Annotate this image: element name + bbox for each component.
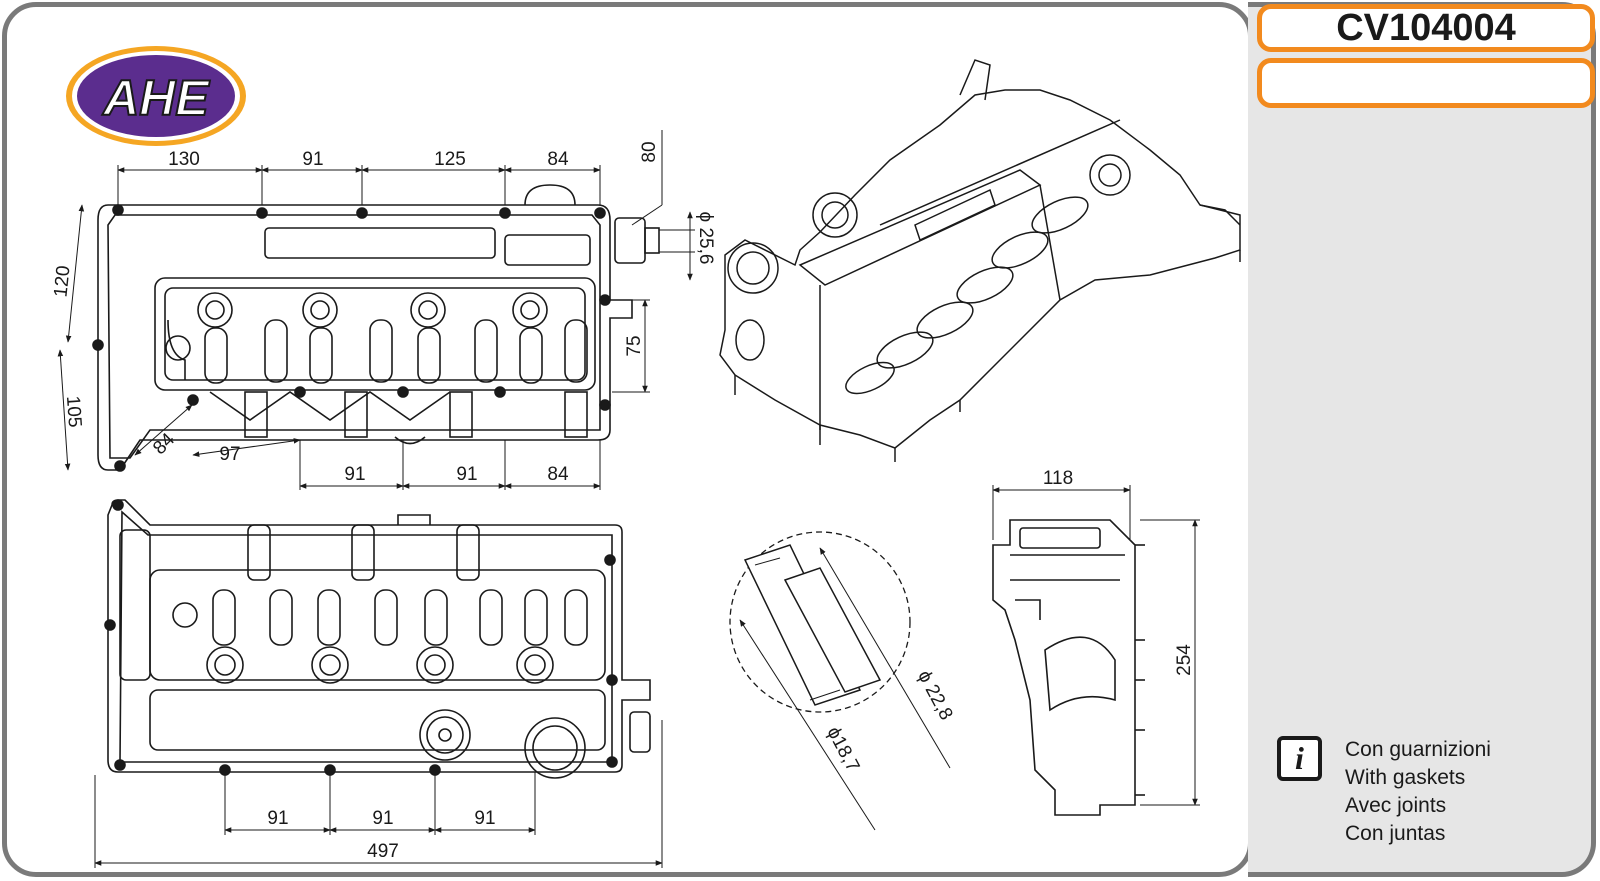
dim-bottom-2: 91 [456, 464, 477, 485]
dim-top-2: 91 [302, 149, 323, 170]
bottom-view-drawing [104, 499, 651, 779]
part-code-box: CV104004 [1257, 4, 1595, 52]
dim-total-length: 497 [367, 841, 399, 862]
secondary-code-box [1257, 58, 1595, 108]
top-view-drawing [92, 184, 660, 472]
dim-side-width: 118 [1043, 468, 1073, 489]
logo-oval [77, 55, 235, 137]
dim-left-upper: 120 [50, 265, 74, 299]
side-view-dimension-labels: 118 254 [1043, 468, 1195, 676]
dim-diag: 84 [149, 429, 179, 459]
part-code: CV104004 [1336, 6, 1516, 49]
dim-port-diameter: ϕ 25,6 [695, 212, 716, 265]
bottom-view-dimension-lines [94, 720, 663, 868]
note-english: With gaskets [1345, 766, 1466, 789]
side-view-dimension-lines [992, 485, 1200, 806]
isometric-view-drawing [719, 59, 1241, 462]
dim-outer-diameter: ϕ 22,8 [913, 667, 956, 724]
dim-top-3: 125 [434, 149, 466, 170]
top-view-dimension-lines [57, 130, 695, 490]
detail-dimension-lines [739, 547, 951, 831]
dim-side-height: 254 [1174, 644, 1195, 676]
dim-left-lower: 105 [62, 395, 85, 428]
dim-bottom-1: 91 [344, 464, 365, 485]
gasket-detail-drawing [729, 531, 911, 713]
dim-top-4: 84 [547, 149, 569, 170]
dim-offset: 97 [219, 444, 240, 465]
dim-top-1: 130 [168, 149, 200, 170]
side-view-drawing [992, 519, 1145, 816]
dim-bottom-view-3: 91 [474, 808, 495, 829]
note-spanish: Con juntas [1345, 822, 1446, 845]
dim-right-height: 75 [624, 335, 645, 356]
ahe-logo: AHE [66, 46, 246, 146]
dim-bottom-view-2: 91 [372, 808, 393, 829]
info-icon: i [1277, 736, 1322, 781]
dim-port-height: 80 [639, 141, 660, 162]
bottom-view-dimension-labels: 91 91 91 497 [267, 808, 495, 862]
top-view-dimension-labels: 130 91 125 84 120 105 84 97 91 91 84 75 … [50, 141, 716, 485]
note-french: Avec joints [1345, 794, 1447, 817]
dim-inner-diameter: ϕ18,7 [822, 723, 863, 775]
note-italian: Con guarnizioni [1345, 738, 1491, 761]
info-sidebar [1248, 2, 1596, 877]
logo-text: AHE [101, 70, 210, 126]
dim-bottom-view-1: 91 [267, 808, 288, 829]
notes-list: Con guarnizioni With gaskets Avec joints… [1345, 736, 1491, 848]
dim-bottom-3: 84 [547, 464, 569, 485]
